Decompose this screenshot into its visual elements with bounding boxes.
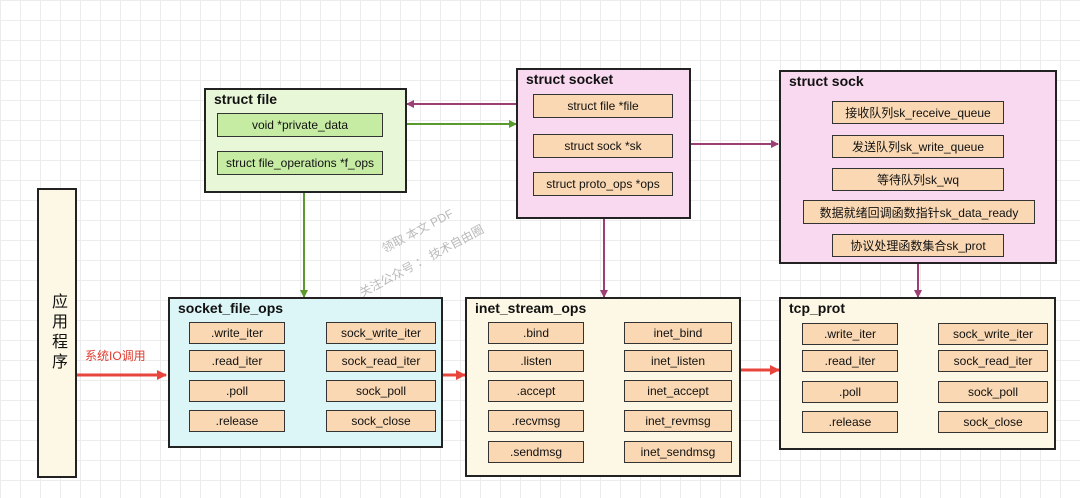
tcp-prot-title: tcp_prot [789,300,845,316]
sk-ptr-field: struct sock *sk [533,134,673,158]
op-key: .accept [488,380,584,402]
op-value: sock_close [938,411,1048,433]
op-value: inet_listen [624,350,732,372]
op-value: sock_read_iter [326,350,436,372]
op-key: .read_iter [189,350,285,372]
app-box: 应用程序 [37,188,77,478]
struct-sock-title: struct sock [789,73,864,89]
op-value: sock_close [326,410,436,432]
write-queue-field: 发送队列sk_write_queue [832,135,1004,158]
op-value: sock_write_iter [326,322,436,344]
op-key: .release [189,410,285,432]
op-key: .write_iter [802,323,898,345]
sk-prot-field: 协议处理函数集合sk_prot [832,234,1004,257]
private-data-field: void *private_data [217,113,383,137]
op-key: .recvmsg [488,410,584,432]
struct-socket-box: struct socket struct file *file struct s… [516,68,691,219]
op-key: .poll [189,380,285,402]
op-key: .sendmsg [488,441,584,463]
op-value: sock_poll [326,380,436,402]
inet-stream-ops-box: inet_stream_ops .bind inet_bind .listen … [465,297,741,477]
f-ops-field: struct file_operations *f_ops [217,151,383,175]
struct-file-box: struct file void *private_data struct fi… [204,88,407,193]
op-value: inet_accept [624,380,732,402]
tcp-prot-box: tcp_prot .write_iter sock_write_iter .re… [779,297,1056,450]
op-value: inet_revmsg [624,410,732,432]
struct-sock-box: struct sock 接收队列sk_receive_queue 发送队列sk_… [779,70,1057,264]
file-ptr-field: struct file *file [533,94,673,118]
op-value: sock_read_iter [938,350,1048,372]
inet-stream-ops-title: inet_stream_ops [475,300,587,316]
receive-queue-field: 接收队列sk_receive_queue [832,101,1004,124]
op-value: inet_sendmsg [624,441,732,463]
struct-file-title: struct file [214,91,278,107]
struct-socket-title: struct socket [526,71,614,87]
op-value: inet_bind [624,322,732,344]
op-key: .release [802,411,898,433]
syscall-label: 系统IO调用 [85,349,146,363]
app-label: 应用程序 [49,293,66,373]
data-ready-field: 数据就绪回调函数指针sk_data_ready [803,200,1035,224]
op-key: .bind [488,322,584,344]
op-key: .poll [802,381,898,403]
op-key: .listen [488,350,584,372]
wait-queue-field: 等待队列sk_wq [832,168,1004,191]
socket-file-ops-title: socket_file_ops [178,300,284,316]
ops-ptr-field: struct proto_ops *ops [533,172,673,196]
socket-file-ops-box: socket_file_ops .write_iter sock_write_i… [168,297,443,448]
op-value: sock_write_iter [938,323,1048,345]
op-key: .write_iter [189,322,285,344]
op-value: sock_poll [938,381,1048,403]
op-key: .read_iter [802,350,898,372]
